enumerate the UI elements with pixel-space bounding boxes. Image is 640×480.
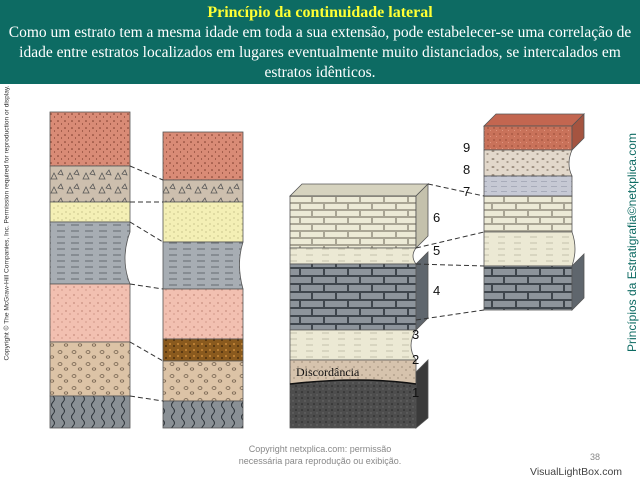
column-b-layer-coal: [162, 338, 244, 362]
column-d-top-face: [483, 113, 585, 127]
column-a-layer-metamorphic: [49, 395, 131, 429]
correlation-lines-right: [415, 183, 485, 321]
unconformity-line: [289, 379, 417, 385]
column-b: [162, 131, 244, 429]
side-copyright: Copyright © The McGraw-Hill Companies, I…: [3, 85, 11, 361]
column-d-layer-9: [483, 125, 573, 151]
column-d-layer-7: [483, 175, 573, 197]
column-d-layer-4: [483, 265, 573, 311]
layer-number-8: 8: [463, 162, 470, 177]
column-d: [483, 113, 585, 311]
layer-number-1: 1: [412, 385, 419, 400]
footer-line-2: necessária para reprodução ou exibição.: [238, 456, 402, 466]
layer-number-4: 4: [433, 283, 440, 298]
column-c-layer-4: [289, 263, 417, 331]
column-a-layer-breccia: [49, 165, 131, 203]
column-c: [289, 183, 429, 429]
column-a: [49, 111, 131, 429]
strata-diagram: 9 8 7 6 5 4 3 2 1 Discordância: [49, 111, 585, 429]
slide-text: Como um estrato tem a mesma idade em tod…: [8, 24, 632, 81]
column-b-layer-pink-sandstone: [162, 288, 244, 340]
header-banner: Princípio da continuidade lateral Como u…: [0, 0, 640, 84]
column-b-layer-red-sandstone: [162, 131, 244, 181]
column-a-layer-red-sandstone: [49, 111, 131, 167]
column-b-layer-conglomerate: [162, 360, 244, 402]
column-a-layer-conglomerate: [49, 341, 131, 397]
slide-title: Princípio da continuidade lateral: [207, 4, 433, 21]
layer-number-5: 5: [433, 243, 440, 258]
column-a-layer-pink-sandstone: [49, 283, 131, 343]
column-a-layer-yellow-sandstone: [49, 201, 131, 223]
layer-number-labels: 9 8 7 6 5 4 3 2 1 Discordância: [296, 140, 470, 400]
footer-line-1: Copyright netxplica.com: permissão: [248, 444, 392, 454]
column-c-layer-1: [289, 379, 417, 429]
layer-number-6: 6: [433, 210, 440, 225]
column-c-layer-6: [289, 195, 417, 249]
footer-copyright: Copyright netxplica.com: permissão neces…: [215, 443, 425, 467]
layer-number-2: 2: [412, 352, 419, 367]
column-d-layer-8: [483, 149, 573, 177]
page-number: 38: [590, 452, 601, 462]
column-d-layer-5: [483, 231, 576, 267]
column-c-layer-3: [289, 329, 417, 361]
column-d-layer-6: [483, 195, 573, 233]
layer-number-7: 7: [463, 184, 470, 199]
column-b-layer-breccia: [162, 179, 244, 203]
column-a-layer-shale: [49, 221, 131, 285]
column-c-top-face: [289, 183, 429, 197]
column-c-layer-5: [289, 247, 417, 265]
column-b-layer-shale: [162, 241, 244, 290]
column-b-layer-yellow-sandstone: [162, 201, 244, 243]
layer-number-9: 9: [463, 140, 470, 155]
side-watermark: Princípios da Estratigrafia©netxplica.co…: [625, 133, 639, 352]
site-watermark: VisualLightBox.com: [530, 466, 623, 478]
correlation-lines-left: [129, 165, 164, 402]
layer-number-3: 3: [412, 327, 419, 342]
column-b-layer-metamorphic: [162, 400, 244, 429]
unconformity-label: Discordância: [296, 365, 360, 379]
